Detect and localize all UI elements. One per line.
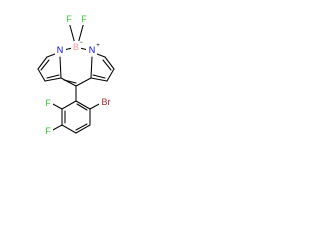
bond-c2-c3-right <box>106 68 115 82</box>
boron-charge: − <box>79 40 83 46</box>
f-right-bg <box>79 13 89 25</box>
f-bottom-label: F <box>45 126 51 136</box>
f-bottom-bg <box>43 125 53 137</box>
f-top-label: F <box>45 98 51 108</box>
bromine-label: Br <box>102 97 111 107</box>
bond-left-meso <box>60 77 77 87</box>
n-right-bg <box>86 44 97 56</box>
structure-drawing: F F B − N N + F F Br <box>37 13 115 137</box>
bond-c3-c4-right <box>90 77 108 82</box>
bond-f-right-b <box>77 21 85 45</box>
bond-c1-c2-right <box>104 56 115 70</box>
molecule-canvas: F F B − N N + F F Br <box>0 0 152 152</box>
bond-right-meso <box>75 77 92 87</box>
bromine-bg <box>99 96 113 108</box>
bond-n-right-c1 <box>96 53 106 58</box>
bond-n-left-c1 <box>46 53 56 58</box>
bond-meso-double <box>63 79 77 84</box>
bond-aryl-top-right <box>75 100 91 110</box>
bond-c1-c2-right-double <box>102 59 112 71</box>
bond-c4-n-left <box>59 56 62 79</box>
bond-c3-c4 <box>44 77 62 82</box>
f-right-label: F <box>81 14 87 24</box>
bond-f-left-b <box>68 21 76 45</box>
n-left-bg <box>55 44 66 56</box>
bond-c3-c4-double <box>46 74 60 79</box>
n-right-charge: + <box>96 43 100 49</box>
bond-aryl-bottom-left <box>61 124 77 134</box>
bond-aryl-top-right-double <box>76 103 88 111</box>
f-top-bg <box>43 97 53 109</box>
n-right-label: N <box>89 45 96 55</box>
bond-aryl-bottom-right <box>75 124 91 134</box>
bond-aryl-bottom-right-double <box>75 123 88 131</box>
f-left-label: F <box>66 14 72 24</box>
bond-c1-c2-double <box>40 59 50 71</box>
boron-label: B <box>73 42 79 52</box>
bond-c2-c3 <box>37 68 46 82</box>
bond-c4-n-right <box>90 56 93 79</box>
bond-c1-c2 <box>37 56 48 70</box>
boron-bg <box>71 41 81 53</box>
bond-c3-c4-right-double <box>92 74 106 79</box>
f-left-bg <box>64 13 74 25</box>
bond-aryl-top-left <box>61 100 77 110</box>
n-left-label: N <box>57 45 64 55</box>
